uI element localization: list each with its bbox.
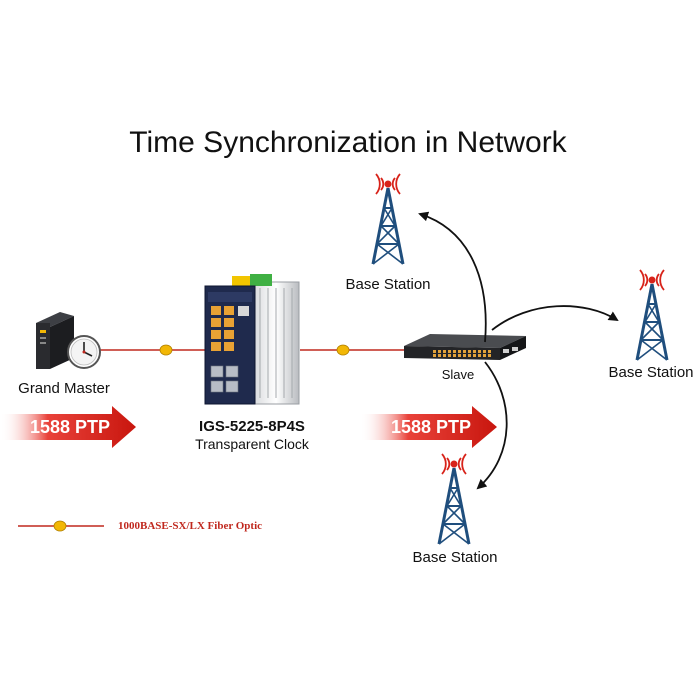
- switch-role-label: Transparent Clock: [195, 436, 309, 452]
- base-station-tower-icon: [371, 172, 405, 266]
- clock-icon: [67, 335, 101, 369]
- slave-label: Slave: [441, 367, 475, 382]
- base-station-bottom-label: Base Station: [412, 549, 498, 566]
- legend-fiber-label: 1000BASE-SX/LX Fiber Optic: [118, 520, 263, 532]
- arrow-to-base-station-top: [418, 211, 487, 343]
- base-station-right-label: Base Station: [608, 364, 694, 381]
- fiber-connector-icon: [159, 344, 173, 356]
- grand-master-server-icon: [36, 312, 74, 369]
- ptp-left-label: 1588 PTP: [30, 417, 111, 437]
- ptp-arrow-right: [360, 406, 497, 448]
- base-station-top-label: Base Station: [345, 276, 431, 293]
- fiber-connector-icon: [336, 344, 350, 356]
- arrow-to-base-station-bottom: [476, 361, 508, 490]
- base-station-tower-icon: [635, 268, 669, 362]
- switch-model-label: IGS-5225-8P4S: [199, 418, 305, 435]
- grand-master-label: Grand Master: [18, 380, 110, 397]
- arrow-to-base-station-right: [491, 305, 619, 331]
- slave-switch-icon: [404, 334, 526, 360]
- diagram-title: Time Synchronization in Network: [129, 126, 567, 159]
- base-station-tower-icon: [437, 452, 471, 546]
- legend-fiber-sample: [18, 520, 104, 532]
- ptp-right-label: 1588 PTP: [391, 417, 472, 437]
- industrial-switch-icon: [204, 274, 300, 405]
- ptp-arrow-left: [0, 406, 136, 448]
